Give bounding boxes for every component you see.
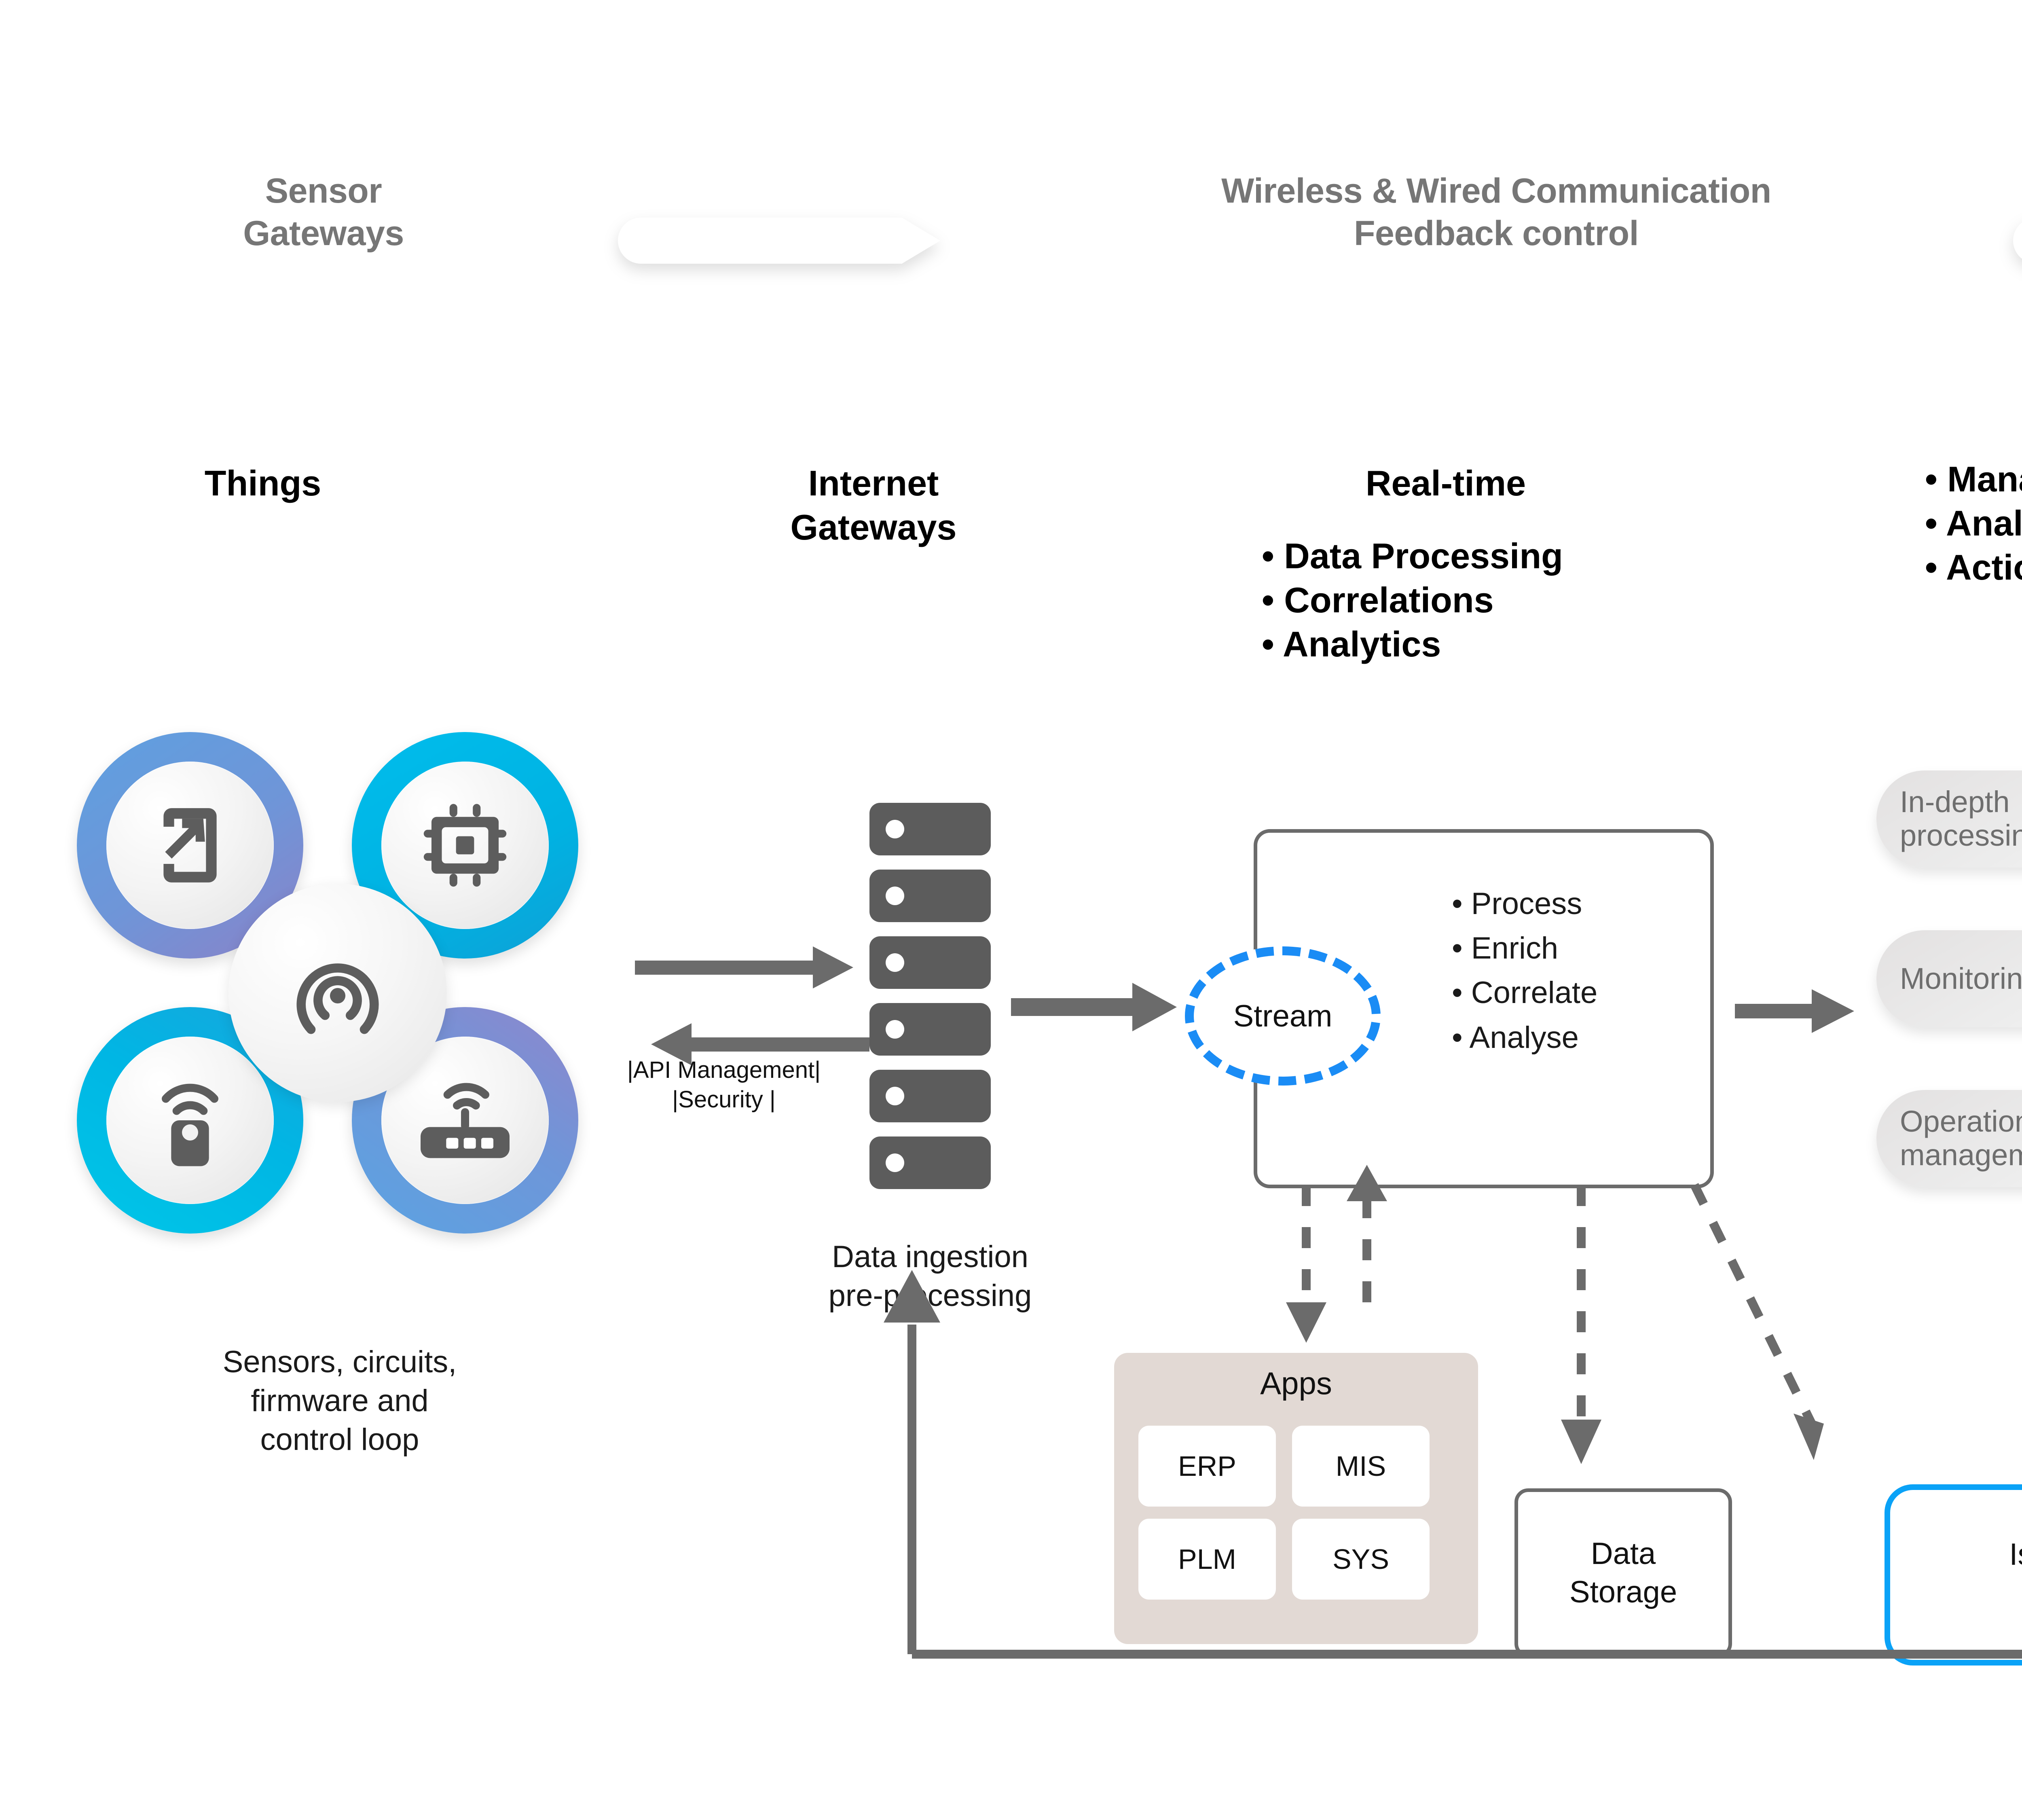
stream-bullet-3: Analyse <box>1469 1020 1579 1055</box>
issue-actuation-commands-box[interactable]: Issue actuation commands <box>1885 1484 2022 1666</box>
feedback-loop-path <box>869 1242 2022 1751</box>
router-icon <box>420 1083 510 1158</box>
connector-arrow-left <box>618 214 971 267</box>
server-unit <box>869 1136 991 1189</box>
stream-bullet-0: Process <box>1471 887 1582 921</box>
connector-arrow-right <box>2013 214 2022 267</box>
server-led-icon <box>886 1020 904 1039</box>
column-heading-things: Things <box>204 463 321 503</box>
app-chip-erp[interactable]: ERP <box>1138 1426 1276 1507</box>
management-bullet-2: Actions <box>1946 547 2022 588</box>
remote-sensor-icon <box>161 1084 218 1166</box>
gateway-caption: Data ingestion pre-processing <box>828 1240 1032 1313</box>
gateway-annotation: |API Management| |Security | <box>627 1057 821 1113</box>
pill-label-monitoring: Monitoring <box>1900 961 2022 995</box>
things-cluster <box>69 728 603 1262</box>
chip-icon <box>423 804 507 887</box>
pill-operations-management[interactable]: Operations management <box>1876 1090 2022 1187</box>
things-hub-signal[interactable] <box>228 884 447 1102</box>
server-led-icon <box>886 1153 904 1172</box>
pill-label-operations-management: Operations management <box>1900 1105 2022 1172</box>
app-chip-sys[interactable]: SYS <box>1292 1519 1430 1600</box>
realtime-bullet-1: Correlations <box>1284 580 1494 620</box>
pill-in-depth-processing[interactable]: In-depth processing <box>1876 770 2022 868</box>
stream-bullet-list: • Process • Enrich • Correlate • Analyse <box>1452 887 1598 1055</box>
server-led-icon <box>886 820 904 838</box>
stream-bullet-2: Correlate <box>1471 976 1598 1010</box>
column-heading-realtime: Real-time <box>1365 463 1526 503</box>
things-ring-router[interactable] <box>352 1007 578 1234</box>
server-unit <box>869 870 991 922</box>
dashed-connectors <box>1274 1165 1840 1472</box>
server-unit <box>869 936 991 989</box>
server-led-icon <box>886 1087 904 1105</box>
stream-bullet-1: Enrich <box>1471 931 1559 966</box>
server-unit <box>869 803 991 855</box>
arrow-gateway-to-stream <box>1011 979 1181 1035</box>
server-stack <box>869 803 991 1211</box>
data-storage-box[interactable]: Data Storage <box>1514 1488 1732 1657</box>
band-label-sensor-gateways: Sensor Gateways <box>243 171 404 253</box>
pill-label-in-depth-processing: In-depth processing <box>1900 785 2022 852</box>
app-chip-plm[interactable]: PLM <box>1138 1519 1276 1600</box>
apps-panel: Apps ERP MIS PLM SYS <box>1114 1353 1478 1644</box>
stream-node[interactable]: Stream <box>1185 946 1381 1086</box>
pill-monitoring[interactable]: Monitoring <box>1876 930 2022 1027</box>
realtime-bullet-2: Analytics <box>1283 624 1441 665</box>
things-ring-chip[interactable] <box>352 732 578 959</box>
management-bullet-0: Management <box>1947 459 2022 499</box>
things-caption: Sensors, circuits, firmware and control … <box>222 1345 457 1457</box>
realtime-bullet-list: • Data Processing • Correlations • Analy… <box>1262 536 1563 665</box>
gateway-exchange-arrows <box>635 938 869 1072</box>
server-unit <box>869 1003 991 1056</box>
things-ring-mobile-share[interactable] <box>77 732 303 959</box>
server-led-icon <box>886 953 904 972</box>
stream-label: Stream <box>1233 999 1332 1033</box>
arrow-realtime-to-management <box>1735 987 1856 1035</box>
server-led-icon <box>886 887 904 905</box>
band-label-wireless-wired: Wireless & Wired Communication Feedback … <box>1221 171 1771 253</box>
signal-hub-icon <box>296 963 379 1034</box>
app-chip-mis[interactable]: MIS <box>1292 1426 1430 1507</box>
mobile-share-icon <box>163 808 217 882</box>
column-heading-internet-gateways: Internet Gateways <box>790 463 957 548</box>
management-bullet-1: Analytics <box>1946 503 2022 544</box>
apps-title: Apps <box>1260 1365 1332 1401</box>
server-unit <box>869 1070 991 1122</box>
management-bullet-list: • Management • Analytics • Actions <box>1925 457 2022 589</box>
realtime-bullet-0: Data Processing <box>1284 536 1563 576</box>
